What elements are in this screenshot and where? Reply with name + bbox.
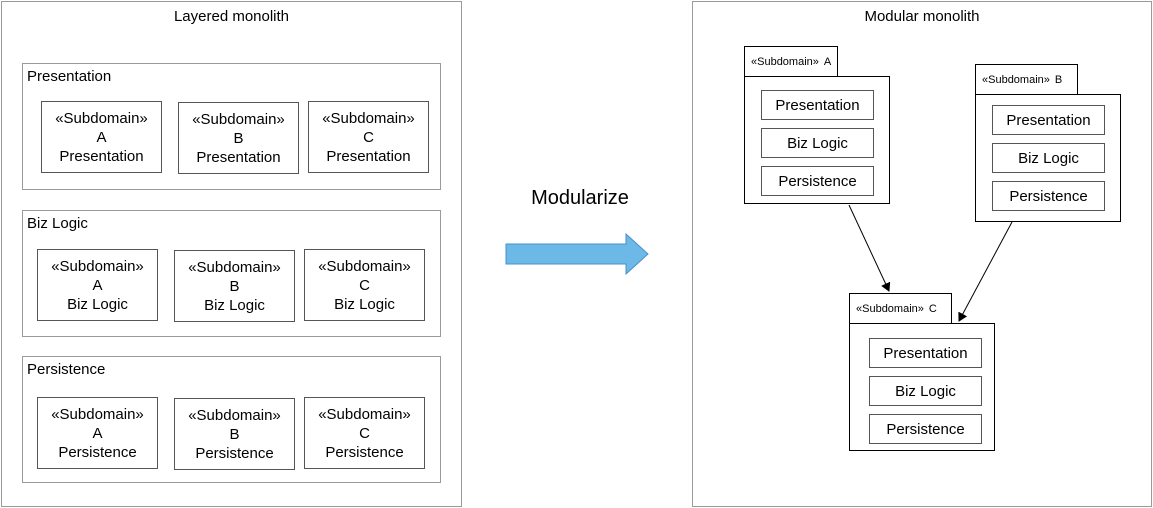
stereotype-label: «Subdomain» [188,258,281,276]
layer-label: Persistence [27,361,106,378]
subdomain-key: C [363,128,374,146]
layer-name: Presentation [326,147,411,165]
package-c-presentation: Presentation [869,338,982,368]
package-b-tab: «Subdomain» B [975,64,1078,95]
package-a-biz-logic: Biz Logic [761,128,874,158]
cell-c-persistence: «Subdomain» C Persistence [304,397,425,469]
dependency-arrow-b-to-c [958,221,1013,322]
package-b-biz-logic: Biz Logic [992,143,1105,173]
stereotype-label: «Subdomain» [318,257,411,275]
layer-name: Biz Logic [204,296,265,314]
stereotype-label: «Subdomain» [192,110,285,128]
package-a-tab: «Subdomain» A [744,46,838,77]
subdomain-key: C [359,276,370,294]
package-b-presentation: Presentation [992,105,1105,135]
modularize-arrow-shape [505,232,649,276]
stereotype-label: «Subdomain» [982,74,1050,86]
package-a-presentation: Presentation [761,90,874,120]
package-c-biz-logic: Biz Logic [869,376,982,406]
modularize-label: Modularize [531,187,629,209]
cell-c-presentation: «Subdomain» C Presentation [308,101,429,173]
subdomain-key: C [928,303,937,315]
stereotype-label: «Subdomain» [188,406,281,424]
cell-c-biz-logic: «Subdomain» C Biz Logic [304,249,425,321]
subdomain-key: B [1054,74,1063,86]
cell-b-persistence: «Subdomain» B Persistence [174,398,295,470]
layer-name: Presentation [196,148,281,166]
cell-b-presentation: «Subdomain» B Presentation [178,102,299,174]
stereotype-label: «Subdomain» [856,303,924,315]
layer-name: Persistence [195,444,274,462]
stereotype-label: «Subdomain» [55,109,148,127]
stereotype-label: «Subdomain» [751,56,819,68]
stereotype-label: «Subdomain» [322,109,415,127]
package-c-tab: «Subdomain» C [849,293,952,324]
modular-monolith-title: Modular monolith [864,8,980,25]
subdomain-key: B [233,129,244,147]
subdomain-key: B [229,425,240,443]
cell-a-biz-logic: «Subdomain» A Biz Logic [37,249,158,321]
subdomain-key: C [359,424,370,442]
layer-name: Presentation [59,147,144,165]
subdomain-key: A [92,276,103,294]
layer-label: Biz Logic [27,215,88,232]
stereotype-label: «Subdomain» [318,405,411,423]
cell-a-persistence: «Subdomain» A Persistence [37,397,158,469]
subdomain-key: A [96,128,107,146]
subdomain-key: A [92,424,103,442]
stereotype-label: «Subdomain» [51,257,144,275]
layer-name: Persistence [325,443,404,461]
package-a-persistence: Persistence [761,166,874,196]
layer-name: Persistence [58,443,137,461]
stereotype-label: «Subdomain» [51,405,144,423]
package-c-persistence: Persistence [869,414,982,444]
cell-a-presentation: «Subdomain» A Presentation [41,101,162,173]
cell-b-biz-logic: «Subdomain» B Biz Logic [174,250,295,322]
layered-monolith-title: Layered monolith [173,8,290,25]
package-b-persistence: Persistence [992,181,1105,211]
dependency-arrow-a-to-c [848,204,891,292]
subdomain-key: A [823,56,832,68]
subdomain-key: B [229,277,240,295]
layer-label: Presentation [27,68,112,85]
layer-name: Biz Logic [334,295,395,313]
layer-name: Biz Logic [67,295,128,313]
